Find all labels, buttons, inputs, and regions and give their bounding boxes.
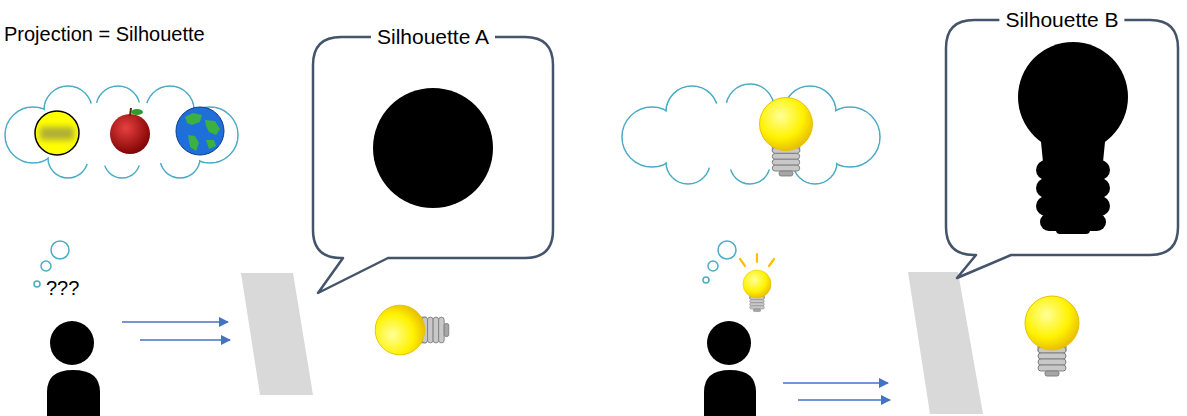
thought-dot [718, 241, 736, 259]
thought-dot [51, 241, 69, 259]
bulb-silhouette [1018, 42, 1128, 234]
apple [110, 108, 150, 154]
bubble-title: Silhouette B [999, 7, 1124, 32]
thought-cloud [622, 84, 880, 184]
person-silhouette [47, 321, 100, 416]
thought-dot [34, 281, 40, 287]
circle-silhouette [373, 88, 493, 208]
speech-bubble: Silhouette A [313, 37, 553, 258]
person-silhouette [704, 321, 756, 416]
thought-dot [708, 261, 718, 271]
light-bulb [375, 305, 449, 355]
speech-bubble: Silhouette B [946, 20, 1178, 255]
bubble-title: Silhouette A [371, 24, 495, 49]
light-bulb [1025, 296, 1079, 376]
heading-note: Projection = Silhouette [4, 22, 205, 46]
thought-dot [703, 277, 709, 283]
question-marks: ??? [46, 276, 79, 300]
bubble-outline [313, 37, 553, 258]
light-bulb [760, 98, 813, 176]
bubble-border [946, 20, 1178, 278]
bubble-outline [946, 20, 1178, 255]
view-arrow [783, 382, 888, 384]
screen [241, 273, 313, 395]
yellow-ball [35, 111, 79, 155]
bubble-border [313, 37, 553, 293]
idea-bulb [740, 254, 774, 312]
thought-dot [41, 261, 51, 271]
screen [908, 272, 983, 414]
view-arrow [798, 399, 890, 401]
view-arrow [140, 339, 230, 341]
globe [176, 107, 224, 155]
view-arrow [122, 321, 228, 323]
thought-cloud [5, 86, 238, 178]
